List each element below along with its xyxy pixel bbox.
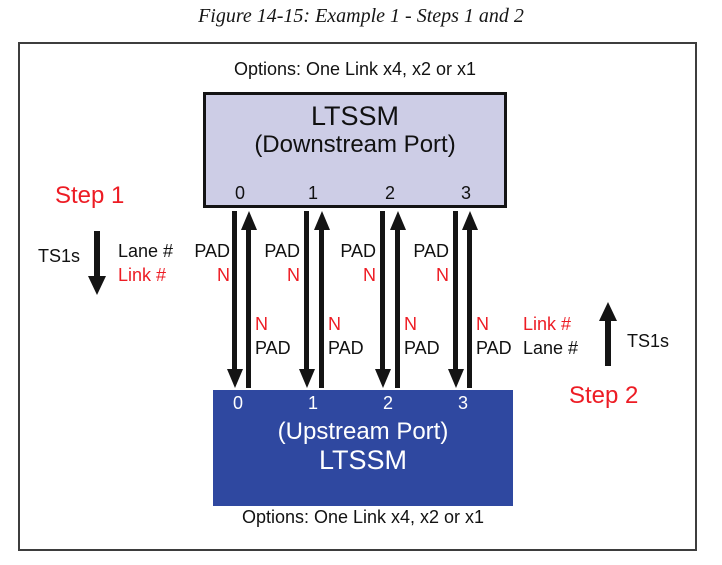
arrowhead-down [88,276,106,295]
pad-label: PAD [328,338,364,358]
lane-field-row: Lane # PAD [118,239,230,263]
n-label: N [255,314,268,334]
step2-field-labels: Link # Lane # [523,312,578,360]
pad-label: PAD [413,241,449,261]
figure-title: Figure 14-15: Example 1 - Steps 1 and 2 [198,5,524,27]
up-arrow-label-lane0: N PAD [255,312,291,360]
arrow-shaft [94,231,100,276]
pad-label: PAD [476,338,512,358]
lane-1-down-arrow [299,211,315,388]
step1-ts1s-label: TS1s [38,246,81,266]
arrowhead-down [299,369,315,388]
lane-0-up-arrow [241,211,257,388]
pad-label: PAD [255,338,291,358]
upstream-lane-number-2: 2 [382,393,394,413]
downstream-lane-number-2: 2 [384,183,396,203]
n-label: N [287,265,300,285]
lane-field-label: Lane # [523,338,579,358]
lane-0-down-arrow [227,211,243,388]
downstream-port-box: LTSSM (Downstream Port) 0 1 2 3 [203,92,507,208]
arrow-shaft [395,229,400,388]
lane-value-label: PAD [194,241,230,261]
n-label: N [363,265,376,285]
downstream-lane-number-1: 1 [307,183,319,203]
step2-ts1s-label: TS1s [627,331,670,351]
upstream-lane-number-1: 1 [307,393,319,413]
arrow-shaft [232,211,237,370]
lane-1-up-arrow [314,211,330,388]
downstream-ltssm-label: LTSSM [310,101,399,131]
up-arrow-label-lane1: N PAD [328,312,364,360]
arrow-shaft [605,320,611,366]
step1-title: Step 1 [55,182,125,209]
pad-label: PAD [340,241,376,261]
up-arrow-label-lane2: N PAD [404,312,440,360]
step2-title: Step 2 [569,382,639,409]
arrow-shaft [246,229,251,388]
upstream-lane-number-3: 3 [457,393,469,413]
upstream-options-label: Options: One Link x4, x2 or x1 [241,507,485,527]
downstream-lane-number-3: 3 [460,183,472,203]
upstream-port-label: (Upstream Port) [277,418,449,445]
n-label: N [436,265,449,285]
link-field-label: Link # [523,314,572,334]
arrowhead-up [390,211,406,230]
n-label: N [404,314,417,334]
lane-2-down-arrow [375,211,391,388]
down-arrow-label-lane1: PAD N [230,239,300,287]
arrowhead-down [375,369,391,388]
n-label: N [476,314,489,334]
up-arrow-label-lane3: N PAD [476,312,512,360]
lane-2-up-arrow [390,211,406,388]
down-arrow-label-lane3: PAD N [379,239,449,287]
link-field-row: Link # N [118,263,230,287]
downstream-lane-number-0: 0 [234,183,246,203]
step1-field-labels: Lane # PAD Link # N [118,239,230,287]
lane-3-up-arrow [462,211,478,388]
upstream-port-box: 0 1 2 3 (Upstream Port) LTSSM [213,390,513,506]
pad-label: PAD [404,338,440,358]
step1-down-arrow [88,231,106,295]
lane-3-down-arrow [448,211,464,388]
lane-field-label: Lane # [118,241,174,261]
step2-up-arrow [599,302,617,366]
arrow-shaft [467,229,472,388]
n-label: N [328,314,341,334]
down-arrow-label-lane2: PAD N [306,239,376,287]
arrowhead-down [448,369,464,388]
arrowhead-up [241,211,257,230]
link-field-label: Link # [118,265,167,285]
upstream-ltssm-label: LTSSM [318,445,407,475]
arrowhead-up [314,211,330,230]
arrow-shaft [453,211,458,370]
downstream-options-label: Options: One Link x4, x2 or x1 [233,59,477,79]
arrowhead-down [227,369,243,388]
upstream-lane-number-0: 0 [232,393,244,413]
arrowhead-up [462,211,478,230]
arrow-shaft [380,211,385,370]
arrowhead-up [599,302,617,321]
arrow-shaft [304,211,309,370]
downstream-port-label: (Downstream Port) [254,131,456,158]
link-value-label: N [217,265,230,285]
pad-label: PAD [264,241,300,261]
arrow-shaft [319,229,324,388]
